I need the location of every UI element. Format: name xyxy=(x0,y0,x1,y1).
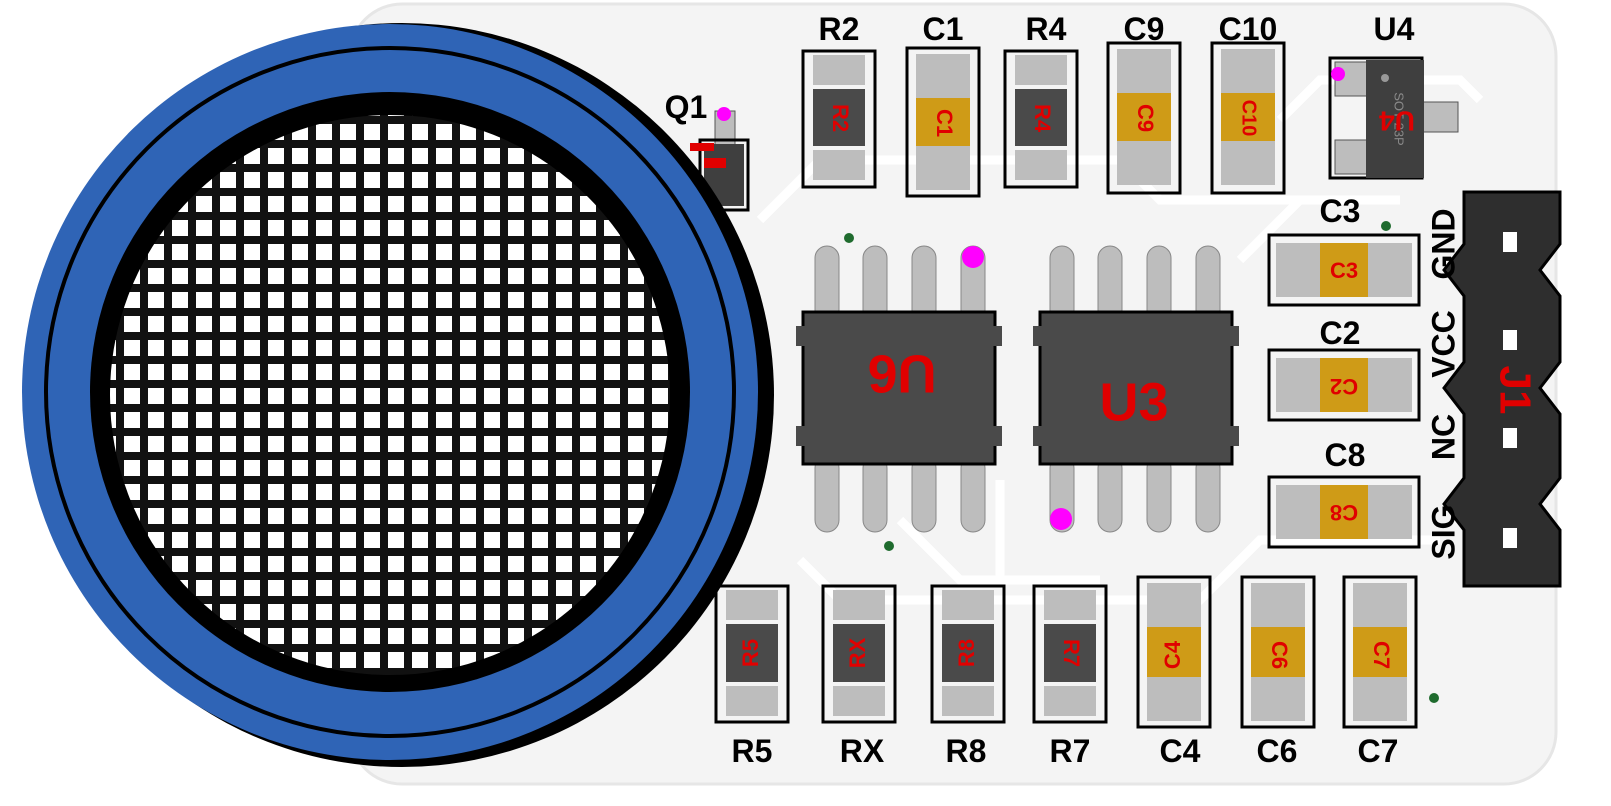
resistor-r8[interactable]: R8 xyxy=(930,584,1006,724)
r8-label: R8 xyxy=(946,733,987,769)
j1-pin-vcc[interactable] xyxy=(1503,330,1517,350)
u4-body-label: U4 xyxy=(1379,106,1415,137)
r5-body-label: R5 xyxy=(738,639,763,667)
capacitor-c7[interactable]: C7 xyxy=(1342,575,1418,729)
u3-pin1-marker xyxy=(1050,508,1072,530)
q1-pin1-marker xyxy=(717,107,731,121)
resistor-r7[interactable]: R7 xyxy=(1032,584,1108,724)
j1-pin-sig[interactable] xyxy=(1503,528,1517,548)
ultrasonic-sensor[interactable] xyxy=(22,23,774,767)
r4-label: R4 xyxy=(1026,11,1067,47)
c6-label: C6 xyxy=(1257,733,1298,769)
j1-body-label: J1 xyxy=(1490,366,1539,415)
u3-pins xyxy=(1049,245,1221,533)
capacitor-c2[interactable]: C2 xyxy=(1267,348,1421,422)
capacitor-c6[interactable]: C6 xyxy=(1240,575,1316,729)
q1-label: Q1 xyxy=(665,89,708,125)
c3-body-label: C3 xyxy=(1330,258,1358,283)
sensor-mesh xyxy=(107,112,673,678)
r2-label: R2 xyxy=(819,11,860,47)
ic-u3[interactable]: U3 xyxy=(1033,310,1239,466)
pin-label-vcc: VCC xyxy=(1425,310,1461,378)
j1-pin-nc[interactable] xyxy=(1503,428,1517,448)
u6-body-label: U6 xyxy=(867,344,936,404)
c8-body-label: C8 xyxy=(1330,500,1358,525)
c1-body-label: C1 xyxy=(932,109,957,137)
c4-label: C4 xyxy=(1160,733,1201,769)
c8-label: C8 xyxy=(1325,437,1366,473)
r5-label: R5 xyxy=(732,733,773,769)
j1-pin-gnd[interactable] xyxy=(1503,232,1517,252)
u4-pin1-marker xyxy=(1331,67,1345,81)
c7-body-label: C7 xyxy=(1369,641,1394,669)
capacitor-c1[interactable]: C1 xyxy=(905,46,981,198)
c7-label: C7 xyxy=(1358,733,1399,769)
c4-body-label: C4 xyxy=(1160,640,1185,669)
u3-body-label: U3 xyxy=(1099,372,1168,432)
capacitor-c10[interactable]: C10 xyxy=(1210,41,1286,195)
resistor-r5[interactable]: R5 xyxy=(714,584,790,724)
c10-body-label: C10 xyxy=(1238,100,1260,137)
r4-body-label: R4 xyxy=(1030,104,1055,133)
r7-label: R7 xyxy=(1050,733,1091,769)
c6-body-label: C6 xyxy=(1267,641,1292,669)
vias xyxy=(844,221,1439,703)
resistor-rx[interactable]: RX xyxy=(821,584,897,724)
pin-label-nc: NC xyxy=(1425,414,1461,460)
r2-body-label: R2 xyxy=(828,104,853,132)
u6-pin1-marker xyxy=(962,246,984,268)
c2-label: C2 xyxy=(1320,315,1361,351)
resistor-r2[interactable]: R2 xyxy=(801,49,877,189)
c3-label: C3 xyxy=(1320,193,1361,229)
rx-body-label: RX xyxy=(845,637,870,668)
r8-body-label: R8 xyxy=(954,639,979,667)
ic-u6[interactable]: U6 xyxy=(796,310,1002,466)
c1-label: C1 xyxy=(923,11,964,47)
capacitor-c8[interactable]: C8 xyxy=(1267,475,1421,549)
u4-marking: SOT-23P xyxy=(1392,92,1407,145)
capacitor-c4[interactable]: C4 xyxy=(1136,575,1212,729)
resistor-r4[interactable]: R4 xyxy=(1003,49,1079,189)
regulator-u4[interactable]: SOT-23P U4 xyxy=(1328,56,1459,180)
rx-label: RX xyxy=(840,733,885,769)
u4-label: U4 xyxy=(1374,11,1415,47)
pin-label-gnd: GND xyxy=(1425,208,1461,279)
c2-body-label: C2 xyxy=(1330,374,1358,399)
c9-body-label: C9 xyxy=(1133,104,1158,132)
c10-label: C10 xyxy=(1219,11,1278,47)
header-j1[interactable]: J1 xyxy=(1442,190,1562,588)
capacitor-c3[interactable]: C3 xyxy=(1267,233,1421,307)
pin-label-sig: SIG xyxy=(1425,504,1461,559)
r7-body-label: R7 xyxy=(1059,639,1084,667)
c9-label: C9 xyxy=(1124,11,1165,47)
capacitor-c9[interactable]: C9 xyxy=(1106,41,1182,195)
